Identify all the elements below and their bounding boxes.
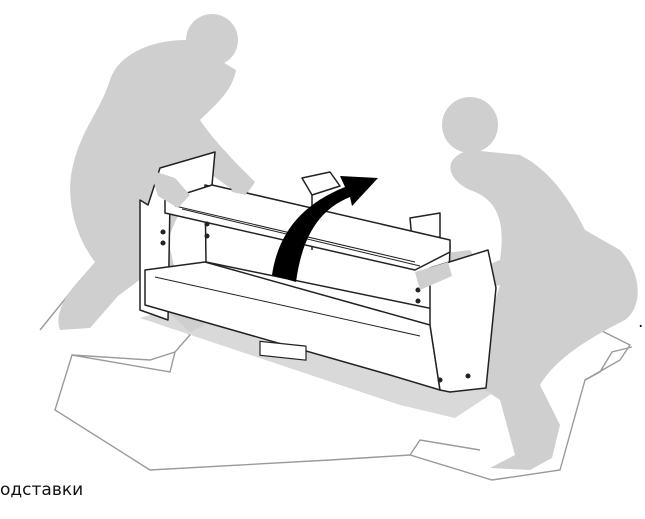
caption-partial: одставки [0,480,83,500]
edge-text-fragment: . [638,312,643,332]
